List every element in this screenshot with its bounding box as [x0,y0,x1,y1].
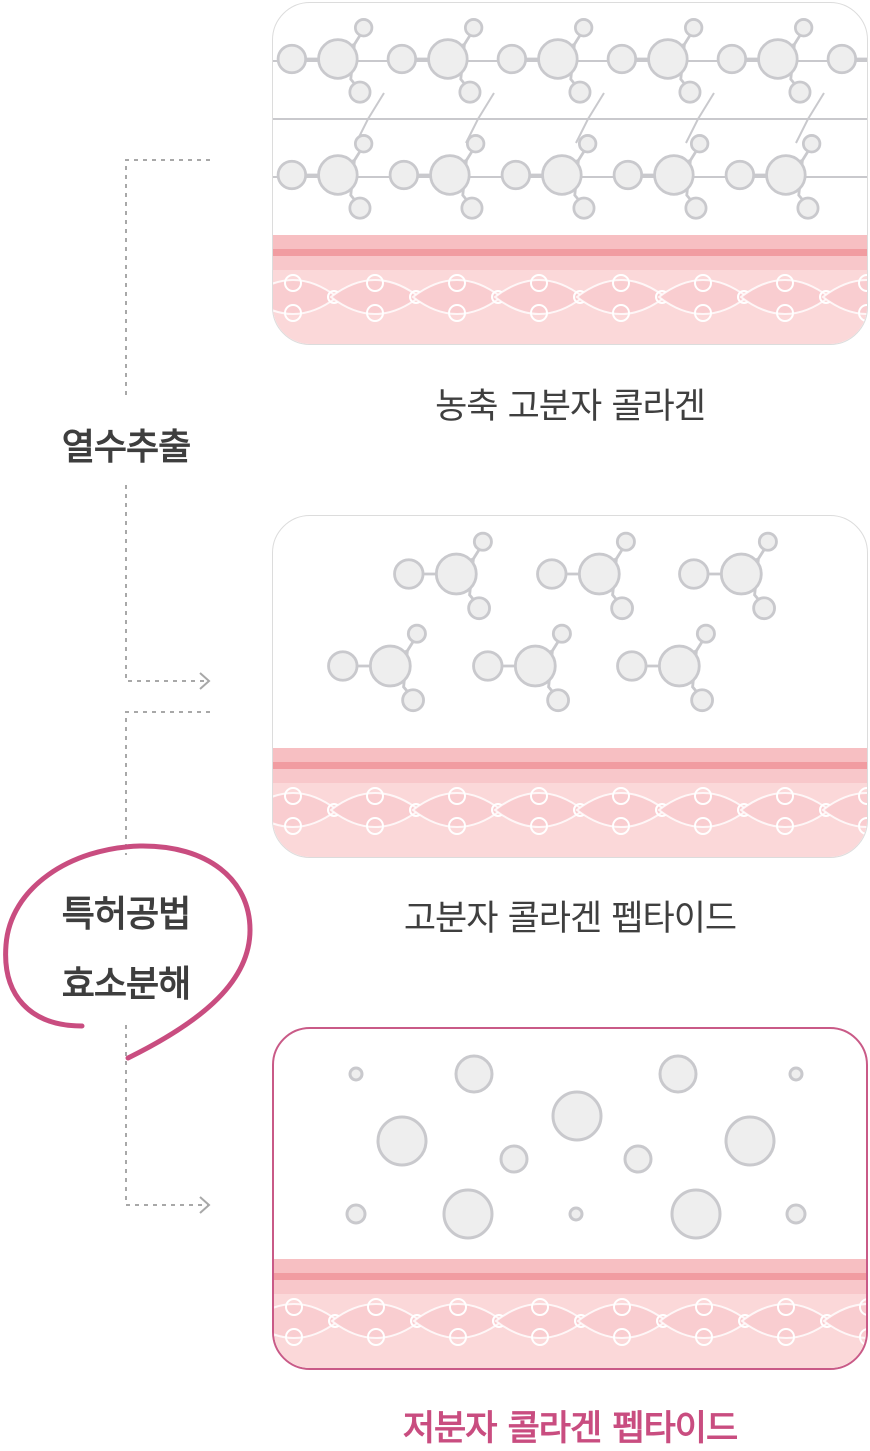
stage-2-caption: 고분자 콜라겐 펩타이드 [403,899,737,939]
dotted-arrow-icon [125,159,210,682]
skin-cell-icon [821,787,867,835]
peptide-particle-icon [670,1188,722,1240]
stage-2-panel [272,515,868,858]
peptide-particle-icon [658,1054,698,1094]
collagen-molecule-icon [500,134,598,220]
collagen-molecule-icon [716,18,814,104]
patent-method-text: 특허공법 [59,885,193,937]
skin-layer [273,748,867,857]
peptide-particle-icon [724,1115,776,1167]
collagen-molecule-icon [386,18,484,104]
peptide-particle-icon [568,1206,584,1222]
collagen-network-illustration [273,18,867,344]
collagen-molecule-icon [536,531,636,621]
skin-cell-icon [739,787,833,835]
peptide-particle-icon [623,1144,653,1174]
hand-drawn-circle-icon [3,843,253,1061]
peptide-particle-icon [442,1188,494,1240]
skin-layer [273,235,867,344]
stage-3-panel [272,1027,868,1370]
arrowhead-icon [199,1196,211,1214]
peptide-particle-icon [454,1054,494,1094]
stage-3-caption: 저분자 콜라겐 펩타이드 [402,1409,738,1449]
skin-cell-icon [329,787,423,835]
collagen-molecule-icon [393,531,493,621]
collagen-peptide-illustration [273,531,867,857]
skin-cell-icon [493,787,587,835]
peptide-particle-icon [376,1115,428,1167]
collagen-molecule-icon [327,623,427,713]
collagen-molecule-icon [276,134,374,220]
collagen-molecule-icon [678,531,778,621]
collagen-molecule-icon [826,43,867,75]
patent-method-label: 특허공법 [0,885,252,937]
peptide-particles [345,1054,807,1240]
peptide-particle-icon [551,1090,603,1142]
heat-extraction-label: 열수추출 [61,427,191,468]
skin-cell-icon [658,1298,752,1346]
collagen-molecule-icon [612,134,710,220]
collagen-molecule-icon [496,18,594,104]
skin-cell-icon [575,787,669,835]
arrowhead-icon [199,672,211,690]
dotted-arrow-icon [125,711,210,1206]
low-molecular-peptide-illustration [274,1054,866,1368]
collagen-molecule-icon [276,18,374,104]
enzyme-hydrolysis-label: 효소분해 [0,955,252,1007]
stage-1-panel [272,2,868,345]
enzyme-hydrolysis-text: 효소분해 [59,955,193,1007]
collagen-molecule-icon [388,134,486,220]
peptide-particle-icon [785,1203,807,1225]
peptide-particle-icon [499,1144,529,1174]
collagen-molecule-icon [724,134,822,220]
skin-cell-icon [822,1298,866,1346]
peptide-particle-icon [345,1203,367,1225]
skin-cell-icon [821,274,867,322]
peptide-particle-icon [788,1066,804,1082]
collagen-molecule-icon [616,623,716,713]
collagen-molecule-icon [472,623,572,713]
skin-layer [274,1259,866,1368]
peptide-particle-icon [348,1066,364,1082]
collagen-molecule-icon [606,18,704,104]
stage-1-caption: 농축 고분자 콜라겐 [435,387,706,427]
